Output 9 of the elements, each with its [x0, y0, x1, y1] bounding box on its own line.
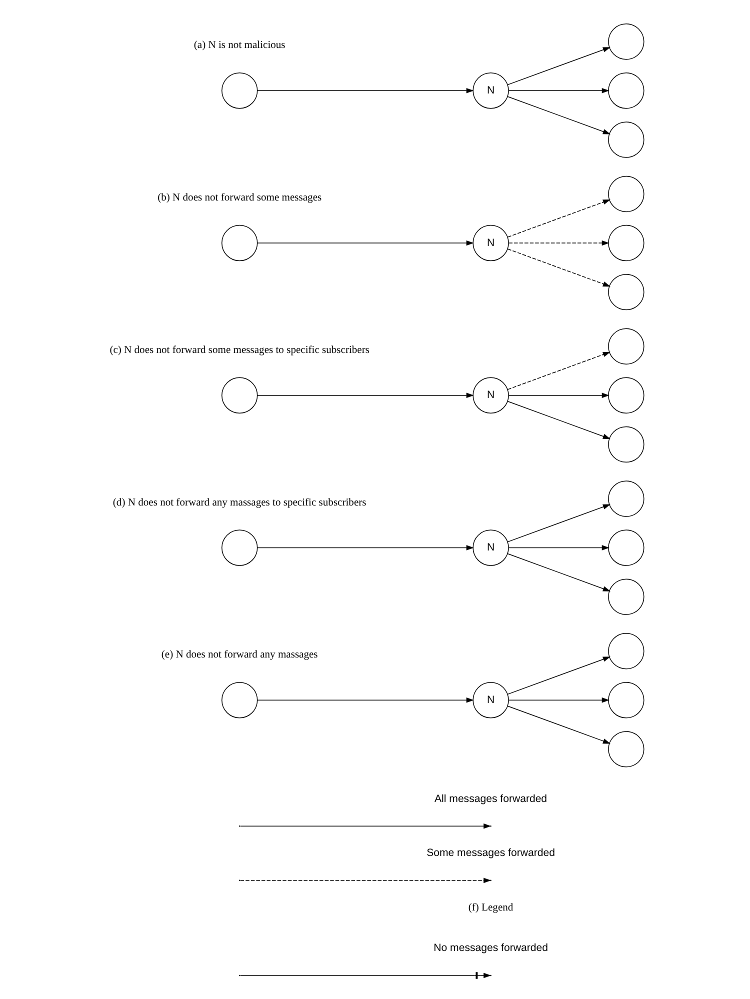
label: (d) N does not forward any massages to specific subscribers — [112, 497, 366, 508]
label: (e) N does not forward any massages — [161, 650, 318, 661]
label: (b) N does not forward some messages — [158, 192, 322, 204]
legend-label: No messages forwarded — [434, 942, 548, 954]
label: (c) N does not forward some messages to specific subscribers — [110, 344, 370, 356]
label: (f) Legend — [468, 902, 514, 914]
label: (a) N is not malicious — [194, 40, 286, 52]
legend-label: All messages forwarded — [434, 792, 548, 805]
legend-label: Some messages forwarded — [426, 847, 555, 860]
